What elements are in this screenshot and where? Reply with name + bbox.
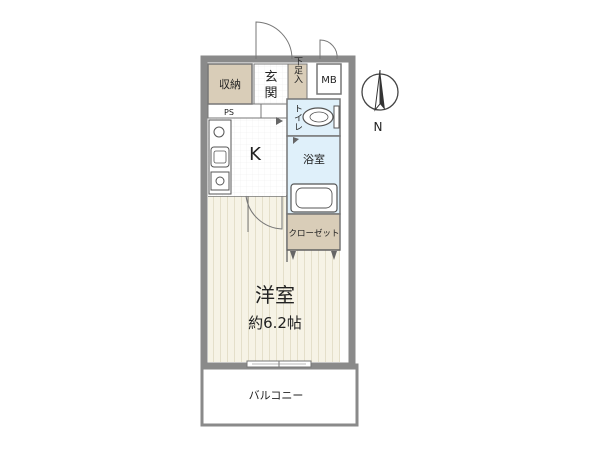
bathtub-icon	[290, 183, 338, 213]
balcony-label: バルコニー	[249, 389, 304, 402]
western-room-size: 約6.2帖	[248, 314, 302, 332]
stove-icon	[210, 171, 230, 191]
north-label: N	[374, 120, 383, 134]
sink-icon	[210, 146, 230, 168]
closet-label: クローゼット	[288, 228, 339, 239]
western-room-label: 洋室	[255, 283, 295, 307]
kitchen-label: K	[249, 144, 262, 165]
toilet-bowl-icon	[302, 107, 334, 127]
ps-label: PS	[224, 108, 234, 117]
faucet-icon	[213, 126, 225, 138]
balcony-area	[200, 363, 359, 427]
mb-box	[316, 63, 342, 95]
entrance-label-2: 関	[264, 86, 277, 101]
mb-label: MB	[321, 75, 337, 86]
toilet-label: トイレ	[292, 104, 303, 131]
room-door-swing	[245, 195, 283, 230]
entrance-label-1: 玄	[264, 70, 277, 85]
shoe-box-label: 下足入	[292, 57, 303, 84]
storage-label: 収納	[219, 78, 241, 91]
toilet-tank	[333, 105, 340, 129]
entrance-area	[253, 63, 289, 105]
ps-shaft	[207, 103, 262, 119]
mb-door-swing	[319, 39, 338, 60]
north-compass-icon	[361, 69, 399, 112]
storage-area	[207, 63, 253, 105]
bathroom-label: 浴室	[303, 152, 325, 166]
front-door-swing	[255, 21, 293, 60]
